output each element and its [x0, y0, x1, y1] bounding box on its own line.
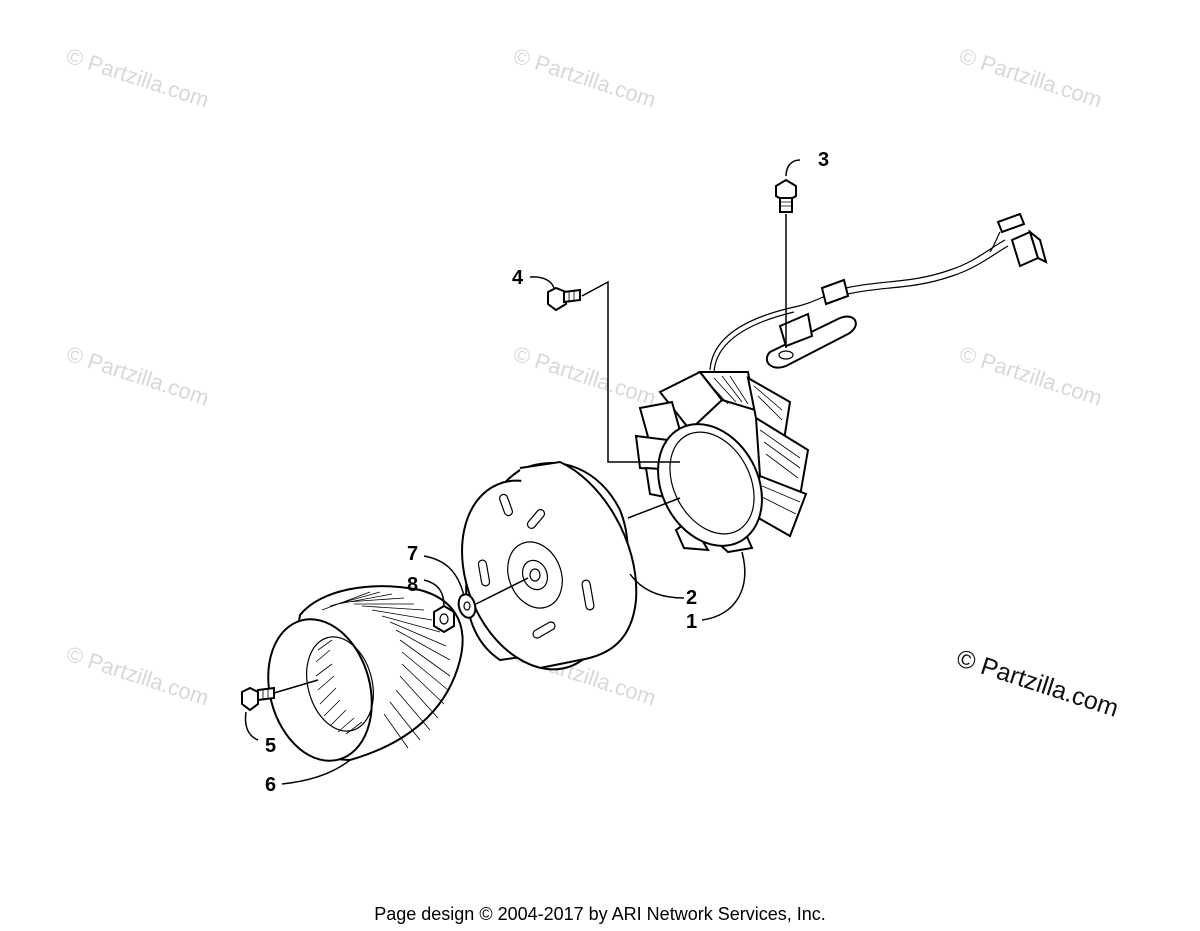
callout-3: 3	[818, 149, 829, 171]
nut-part[interactable]	[433, 604, 455, 634]
wire-harness	[709, 212, 1048, 373]
watermark: © Partzilla.com	[63, 341, 212, 411]
corner-watermark: © Partzilla.com	[953, 644, 1122, 723]
fan-part[interactable]	[253, 585, 464, 772]
footer-copyright: Page design © 2004-2017 by ARI Network S…	[374, 904, 826, 924]
assembly-lines	[273, 214, 787, 694]
watermark: © Partzilla.com	[510, 43, 659, 113]
washer-part[interactable]	[456, 592, 478, 619]
callout-1: 1	[686, 611, 697, 633]
callout-8: 8	[407, 574, 418, 596]
flywheel-slot	[526, 509, 546, 529]
stator-ring	[657, 423, 763, 547]
flywheel-rim	[519, 460, 638, 669]
stator-part[interactable]	[634, 370, 810, 564]
fan-blades	[315, 591, 451, 749]
bolt-part-5[interactable]	[241, 686, 275, 712]
stator-ring-inner	[669, 431, 755, 535]
watermark: © Partzilla.com	[63, 641, 212, 711]
callout-labels: 1 2 3 4 5 6 7 8	[265, 149, 829, 796]
watermark: © Partzilla.com	[510, 341, 659, 411]
callout-2: 2	[686, 587, 697, 609]
callout-7: 7	[407, 543, 418, 565]
flywheel-slot	[477, 559, 491, 587]
callout-6: 6	[265, 774, 276, 796]
callout-4: 4	[512, 267, 524, 289]
watermark: © Partzilla.com	[956, 43, 1105, 113]
flywheel-part[interactable]	[435, 459, 638, 692]
callout-5: 5	[265, 735, 276, 757]
bolt-part-3[interactable]	[775, 178, 797, 213]
callout-leaders	[244, 159, 801, 785]
watermark: © Partzilla.com	[956, 341, 1105, 411]
flywheel-slot	[499, 493, 513, 517]
flywheel-hub	[507, 541, 563, 609]
fan-bore	[306, 636, 374, 732]
bolt-part-4[interactable]	[547, 286, 581, 312]
watermark: © Partzilla.com	[63, 43, 212, 113]
flywheel-slot	[532, 621, 556, 639]
flywheel-slot	[581, 579, 595, 611]
